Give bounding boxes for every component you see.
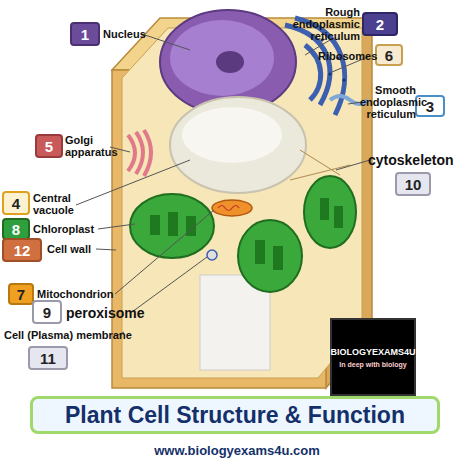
logo-box: BIOLOGYEXAMS4U In deep with biology (330, 318, 416, 396)
callout-number: 10 (405, 176, 422, 193)
leader-line (348, 102, 362, 104)
title-banner: Plant Cell Structure & Function (30, 396, 440, 434)
granum (320, 198, 329, 220)
part-label: Mitochondrion (37, 288, 117, 300)
callout-number: 12 (14, 242, 31, 259)
callout-number: 3 (426, 98, 434, 115)
callout-number-box: 1 (70, 22, 100, 46)
part-label: cytoskeleton (368, 152, 458, 168)
part-label: Chloroplast (33, 223, 103, 235)
callout-number-box: 5 (35, 134, 63, 158)
callout-number-box: 12 (2, 238, 42, 262)
cristae (218, 206, 239, 211)
part-label: Cell wall (47, 243, 107, 255)
leader-line (132, 257, 207, 312)
part-label: peroxisome (66, 305, 146, 321)
part-label: Nucleus (103, 28, 163, 40)
callout-number-box: 6 (375, 44, 403, 66)
part-label: Ribosomes (318, 50, 374, 62)
chloroplast (130, 194, 214, 258)
callout-number-box: 3 (415, 95, 445, 117)
leader-line (115, 210, 214, 294)
ribosome (342, 78, 345, 81)
caption-text: www.biologyexams4u.com (0, 443, 474, 458)
grana (150, 198, 343, 270)
leader-line (142, 34, 190, 50)
granum (150, 215, 160, 235)
callout-number-box: 9 (32, 300, 62, 324)
central-vacuole (170, 97, 306, 193)
callout-number: 6 (385, 47, 393, 64)
callout-number: 11 (40, 350, 56, 367)
golgi-apparatus (128, 130, 151, 176)
callout-number: 4 (12, 195, 20, 212)
callout-number: 1 (81, 26, 89, 43)
granum (334, 206, 343, 228)
golgi-cisterna (144, 130, 151, 176)
part-label: Rough endoplasmic reticulum (288, 6, 360, 42)
callout-number: 9 (43, 304, 51, 321)
chloroplasts (130, 176, 356, 292)
golgi-cisterna (136, 132, 143, 174)
chloroplast (304, 176, 356, 248)
callout-number-box: 10 (395, 172, 431, 196)
mitochondrion (212, 200, 252, 216)
callout-number: 7 (17, 286, 25, 303)
chloroplast (238, 220, 302, 292)
nucleoplasm (170, 20, 274, 96)
leader-lines (76, 34, 370, 335)
callout-number: 8 (12, 221, 20, 238)
granum (255, 240, 265, 264)
callout-number: 5 (45, 138, 53, 155)
granum (273, 246, 283, 270)
granum (168, 212, 178, 236)
part-label: Smooth endoplasmic reticulum (360, 84, 416, 120)
logo-tagline: In deep with biology (339, 361, 406, 368)
vacuole-highlight (182, 107, 282, 163)
logo-text: BIOLOGYEXAMS4U (331, 347, 416, 357)
golgi-cisterna (128, 135, 135, 171)
part-label: Cell (Plasma) membrane (4, 329, 144, 341)
callout-number-box: 4 (2, 191, 30, 215)
part-label: Central vacuole (33, 192, 81, 216)
leader-line (76, 160, 190, 205)
callout-number-box: 7 (8, 283, 34, 305)
callout-number-box: 2 (362, 12, 398, 36)
peroxisome (207, 250, 217, 260)
ribosome (328, 72, 331, 75)
cytoskeleton-fiber (290, 150, 350, 180)
callout-number-box: 8 (2, 218, 30, 240)
leader-line (96, 249, 116, 250)
leader-line (336, 160, 370, 170)
nucleolus (216, 51, 244, 73)
leader-line (98, 224, 135, 229)
callout-number-box: 11 (28, 346, 68, 370)
part-label: Golgi apparatus (65, 134, 115, 158)
callout-number: 2 (376, 16, 384, 33)
title-text: Plant Cell Structure & Function (65, 402, 405, 429)
